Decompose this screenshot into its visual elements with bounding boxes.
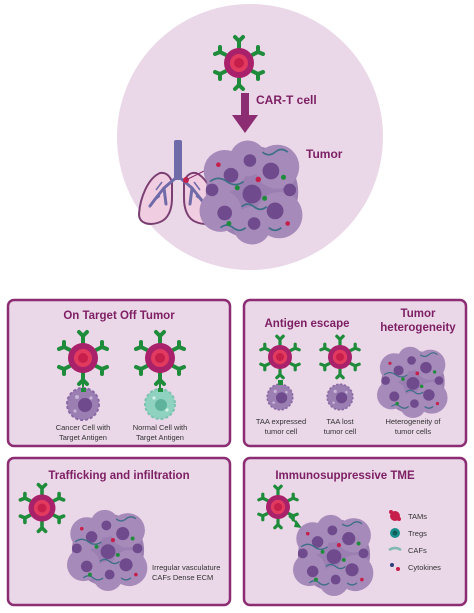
taa-lost-caption-line2: tumor cell [324,427,357,436]
on-target-title: On Target Off Tumor [63,310,175,322]
car-t-label: CAR-T cell [256,93,317,107]
trafficking-title: Trafficking and infiltration [48,470,189,482]
legend-cafs: CAFs [408,546,427,555]
taa-lost-cell-icon [326,383,354,411]
tumor-heterogeneity-title-line2: heterogeneity [380,322,456,334]
tams-legend-icon [389,510,401,521]
legend-cytokines: Cytokines [408,563,441,572]
tme-legend: TAMs Tregs CAFs Cytokines [388,510,441,572]
down-arrow-icon [232,93,258,133]
tumor-mass-illustration [66,509,149,592]
normal-cell-icon [144,388,176,420]
legend-tregs: Tregs [408,529,427,538]
tumor-mass-illustration [198,139,304,246]
taa-expressed-caption-line2: tumor cell [265,427,298,436]
cancer-cell-caption-line2: Target Antigen [59,433,107,442]
cytokines-legend-icon [390,563,400,571]
trafficking-caption-line2: CAFs Dense ECM [152,573,213,582]
taa-lost-caption-line1: TAA lost [326,417,354,426]
antigen-escape-title: Antigen escape [265,318,350,330]
taa-expressed-caption-line1: TAA expressed [256,417,306,426]
small-arrow-icon [288,515,302,528]
tumor-mass-illustration [292,514,375,597]
tme-title: Immunosuppressive TME [275,470,415,482]
cafs-legend-icon [388,546,402,552]
heterogeneity-caption-line2: tumor cells [395,427,432,436]
heterogeneous-tumor-illustration [376,346,449,419]
cancer-cell-caption-line1: Cancer Cell with [56,423,111,432]
heterogeneity-caption-line1: Heterogeneity of [385,417,441,426]
normal-cell-caption-line1: Normal Cell with [133,423,188,432]
taa-expressed-cell-icon [266,383,294,411]
tumor-label: Tumor [306,147,343,161]
tumor-heterogeneity-title-line1: Tumor [401,308,436,320]
tregs-legend-icon [390,528,400,538]
trafficking-caption-line1: Irregular vasculature [152,563,220,572]
legend-tams: TAMs [408,512,427,521]
cancer-cell-icon [66,387,100,421]
normal-cell-caption-line2: Target Antigen [136,433,184,442]
